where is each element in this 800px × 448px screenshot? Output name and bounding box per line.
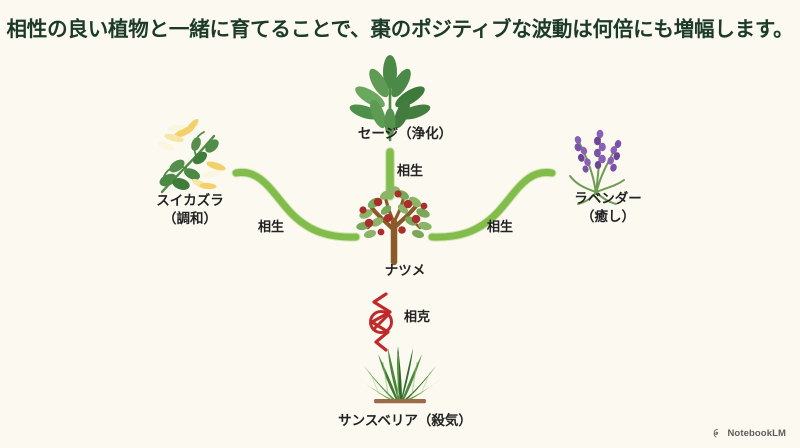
node-label-sansevieria: サンスベリア（殺気） bbox=[290, 412, 520, 430]
edge-right-connector bbox=[427, 167, 557, 242]
watermark-text: NotebookLM bbox=[727, 427, 786, 439]
edge-left-connector bbox=[231, 167, 361, 242]
node-label-suikazura: スイカズラ （調和） bbox=[110, 192, 270, 228]
node-label-sage: セージ（浄化） bbox=[325, 125, 485, 143]
lavender-icon bbox=[569, 129, 625, 205]
node-name-sage: セージ（浄化） bbox=[357, 126, 453, 141]
node-attribute-lavender: （癒し） bbox=[581, 208, 635, 224]
jujube-tree-icon bbox=[356, 186, 432, 266]
edge-bottom-connector bbox=[369, 292, 393, 352]
edge-label-left: 相生 bbox=[258, 219, 285, 234]
node-name-lavender: ラベンダー bbox=[574, 191, 642, 206]
node-label-natsume: ナツメ bbox=[325, 262, 485, 280]
no-entry-icon bbox=[369, 310, 393, 334]
node-attribute-suikazura: （調和） bbox=[163, 210, 217, 226]
edge-label-bottom: 相克 bbox=[404, 309, 431, 324]
snake-plant-icon bbox=[358, 346, 442, 404]
honeysuckle-icon bbox=[157, 118, 226, 194]
edge-label-top: 相生 bbox=[397, 163, 424, 178]
notebooklm-watermark: NotebookLM bbox=[712, 428, 786, 439]
node-label-lavender: ラベンダー （癒し） bbox=[528, 190, 688, 226]
notebooklm-logo-icon bbox=[714, 429, 719, 438]
edge-label-right: 相生 bbox=[487, 219, 514, 234]
page-title: 相性の良い植物と一緒に育てることで、棗のポジティブな波動は何倍にも増幅します。 bbox=[6, 19, 794, 41]
sage-icon bbox=[349, 55, 431, 142]
node-name-suikazura: スイカズラ bbox=[156, 193, 224, 208]
node-name-sansevieria: サンスベリア（殺気） bbox=[338, 413, 472, 428]
node-name-natsume: ナツメ bbox=[384, 263, 426, 278]
